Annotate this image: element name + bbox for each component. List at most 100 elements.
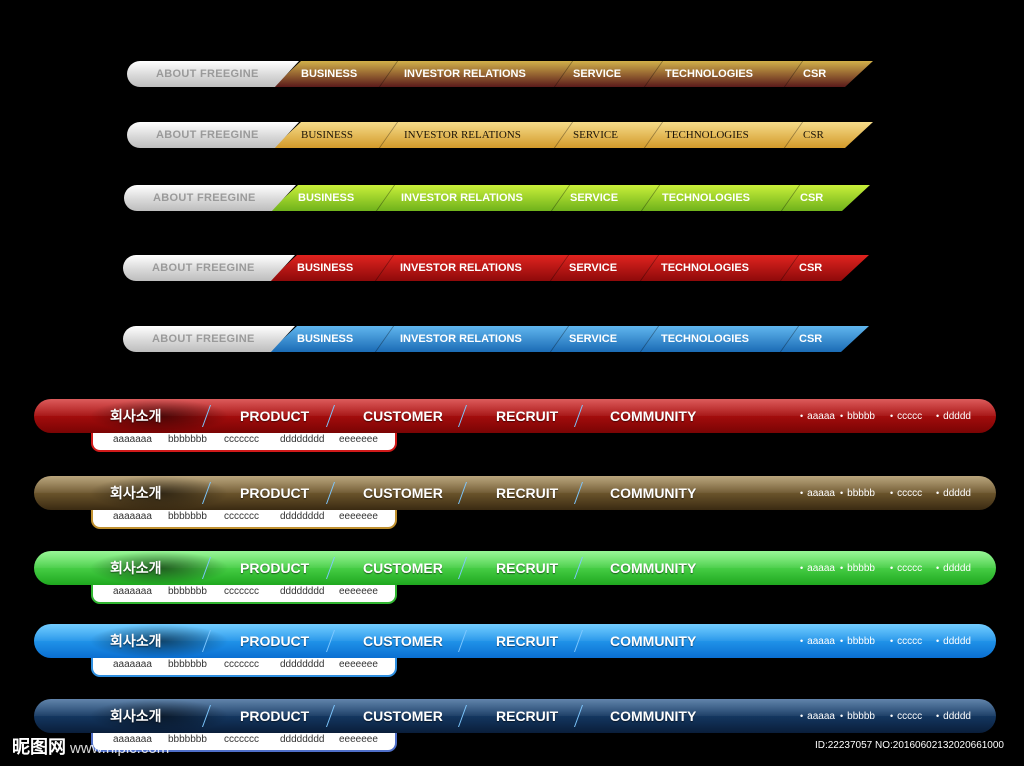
nav-item-about[interactable]: ABOUT FREEGINE (123, 326, 295, 352)
nav-item-business[interactable]: BUSINESS (297, 333, 354, 345)
sub-menu-item[interactable]: eeeeeee (339, 734, 378, 745)
sub-menu-item[interactable]: aaaaaaa (113, 511, 152, 522)
sub-menu-item[interactable]: ccccccc (224, 734, 259, 745)
menu-item-community[interactable]: COMMUNITY (610, 408, 697, 424)
nav-item-about[interactable]: ABOUT FREEGINE (123, 255, 295, 281)
sub-menu-item[interactable]: ccccccc (224, 659, 259, 670)
menu-item-product[interactable]: PRODUCT (240, 485, 310, 501)
sub-menu-item[interactable]: eeeeeee (339, 659, 378, 670)
utility-link[interactable]: •aaaaa (800, 551, 835, 585)
utility-link[interactable]: •ddddd (936, 476, 971, 510)
nav-item-investor[interactable]: INVESTOR RELATIONS (404, 68, 526, 80)
sub-menu-item[interactable]: dddddddd (280, 434, 325, 445)
nav-item-business[interactable]: BUSINESS (301, 68, 358, 80)
nav-item-csr[interactable]: CSR (799, 333, 823, 345)
utility-link[interactable]: •bbbbb (840, 551, 875, 585)
sub-menu-item[interactable]: bbbbbbb (168, 586, 207, 597)
menu-item-recruit[interactable]: RECRUIT (496, 408, 559, 424)
sub-menu-item[interactable]: bbbbbbb (168, 734, 207, 745)
nav-item-service[interactable]: SERVICE (573, 68, 622, 80)
menu-item-customer[interactable]: CUSTOMER (363, 633, 443, 649)
menu-item-recruit[interactable]: RECRUIT (496, 485, 559, 501)
menu-item-customer[interactable]: CUSTOMER (363, 560, 443, 576)
utility-link[interactable]: •bbbbb (840, 399, 875, 433)
menu-item-home[interactable]: 회사소개 (110, 560, 162, 576)
sub-menu-item[interactable]: dddddddd (280, 659, 325, 670)
menu-item-customer[interactable]: CUSTOMER (363, 708, 443, 724)
sub-menu-item[interactable]: bbbbbbb (168, 511, 207, 522)
nav-item-business[interactable]: BUSINESS (301, 129, 353, 141)
nav-item-technologies[interactable]: TECHNOLOGIES (662, 192, 751, 204)
utility-link[interactable]: •ccccc (890, 399, 922, 433)
utility-link[interactable]: •aaaaa (800, 399, 835, 433)
sub-menu-item[interactable]: aaaaaaa (113, 434, 152, 445)
nav-item-csr[interactable]: CSR (803, 129, 824, 141)
menu-item-community[interactable]: COMMUNITY (610, 560, 697, 576)
menu-item-product[interactable]: PRODUCT (240, 633, 310, 649)
sub-menu-item[interactable]: aaaaaaa (113, 734, 152, 745)
nav-item-csr[interactable]: CSR (803, 68, 827, 80)
nav-item-technologies[interactable]: TECHNOLOGIES (665, 129, 749, 141)
menu-item-customer[interactable]: CUSTOMER (363, 408, 443, 424)
menu-item-recruit[interactable]: RECRUIT (496, 560, 559, 576)
nav-item-csr[interactable]: CSR (800, 192, 824, 204)
utility-link[interactable]: •aaaaa (800, 476, 835, 510)
menu-item-home[interactable]: 회사소개 (110, 633, 162, 649)
utility-link[interactable]: •ddddd (936, 624, 971, 658)
nav-item-service[interactable]: SERVICE (569, 333, 618, 345)
nav-item-service[interactable]: SERVICE (570, 192, 619, 204)
sub-menu-item[interactable]: ccccccc (224, 586, 259, 597)
sub-menu-item[interactable]: dddddddd (280, 734, 325, 745)
nav-item-investor[interactable]: INVESTOR RELATIONS (400, 333, 522, 345)
nav-item-technologies[interactable]: TECHNOLOGIES (665, 68, 754, 80)
sub-menu-item[interactable]: ccccccc (224, 434, 259, 445)
menu-item-product[interactable]: PRODUCT (240, 708, 310, 724)
utility-link[interactable]: •ddddd (936, 699, 971, 733)
utility-link[interactable]: •bbbbb (840, 699, 875, 733)
nav-item-business[interactable]: BUSINESS (297, 262, 354, 274)
utility-link[interactable]: •ccccc (890, 476, 922, 510)
nav-item-service[interactable]: SERVICE (569, 262, 618, 274)
menu-item-home[interactable]: 회사소개 (110, 708, 162, 724)
utility-link[interactable]: •bbbbb (840, 624, 875, 658)
utility-link[interactable]: •bbbbb (840, 476, 875, 510)
sub-menu-item[interactable]: dddddddd (280, 511, 325, 522)
nav-item-investor[interactable]: INVESTOR RELATIONS (404, 129, 521, 141)
sub-menu-item[interactable]: aaaaaaa (113, 586, 152, 597)
nav-item-technologies[interactable]: TECHNOLOGIES (661, 333, 750, 345)
nav-item-investor[interactable]: INVESTOR RELATIONS (401, 192, 523, 204)
nav-item-technologies[interactable]: TECHNOLOGIES (661, 262, 750, 274)
menu-item-community[interactable]: COMMUNITY (610, 708, 697, 724)
utility-link[interactable]: •aaaaa (800, 624, 835, 658)
sub-menu-item[interactable]: eeeeeee (339, 434, 378, 445)
nav-item-service[interactable]: SERVICE (573, 129, 618, 141)
utility-link[interactable]: •ccccc (890, 551, 922, 585)
nav-item-about[interactable]: ABOUT FREEGINE (127, 61, 299, 87)
menu-item-home[interactable]: 회사소개 (110, 408, 162, 424)
utility-link[interactable]: •ccccc (890, 699, 922, 733)
sub-menu-item[interactable]: eeeeeee (339, 511, 378, 522)
nav-item-about[interactable]: ABOUT FREEGINE (124, 185, 296, 211)
menu-item-recruit[interactable]: RECRUIT (496, 633, 559, 649)
menu-item-customer[interactable]: CUSTOMER (363, 485, 443, 501)
nav-item-csr[interactable]: CSR (799, 262, 823, 274)
nav-item-business[interactable]: BUSINESS (298, 192, 355, 204)
menu-item-home[interactable]: 회사소개 (110, 485, 162, 501)
nav-item-about[interactable]: ABOUT FREEGINE (127, 122, 299, 148)
utility-link[interactable]: •aaaaa (800, 699, 835, 733)
utility-link[interactable]: •ccccc (890, 624, 922, 658)
utility-link[interactable]: •ddddd (936, 551, 971, 585)
sub-menu-item[interactable]: bbbbbbb (168, 434, 207, 445)
menu-item-product[interactable]: PRODUCT (240, 560, 310, 576)
sub-menu-item[interactable]: eeeeeee (339, 586, 378, 597)
menu-item-product[interactable]: PRODUCT (240, 408, 310, 424)
sub-menu-item[interactable]: ccccccc (224, 511, 259, 522)
sub-menu-item[interactable]: aaaaaaa (113, 659, 152, 670)
sub-menu-item[interactable]: dddddddd (280, 586, 325, 597)
menu-item-recruit[interactable]: RECRUIT (496, 708, 559, 724)
menu-item-community[interactable]: COMMUNITY (610, 485, 697, 501)
sub-menu-item[interactable]: bbbbbbb (168, 659, 207, 670)
nav-item-investor[interactable]: INVESTOR RELATIONS (400, 262, 522, 274)
menu-item-community[interactable]: COMMUNITY (610, 633, 697, 649)
utility-link[interactable]: •ddddd (936, 399, 971, 433)
